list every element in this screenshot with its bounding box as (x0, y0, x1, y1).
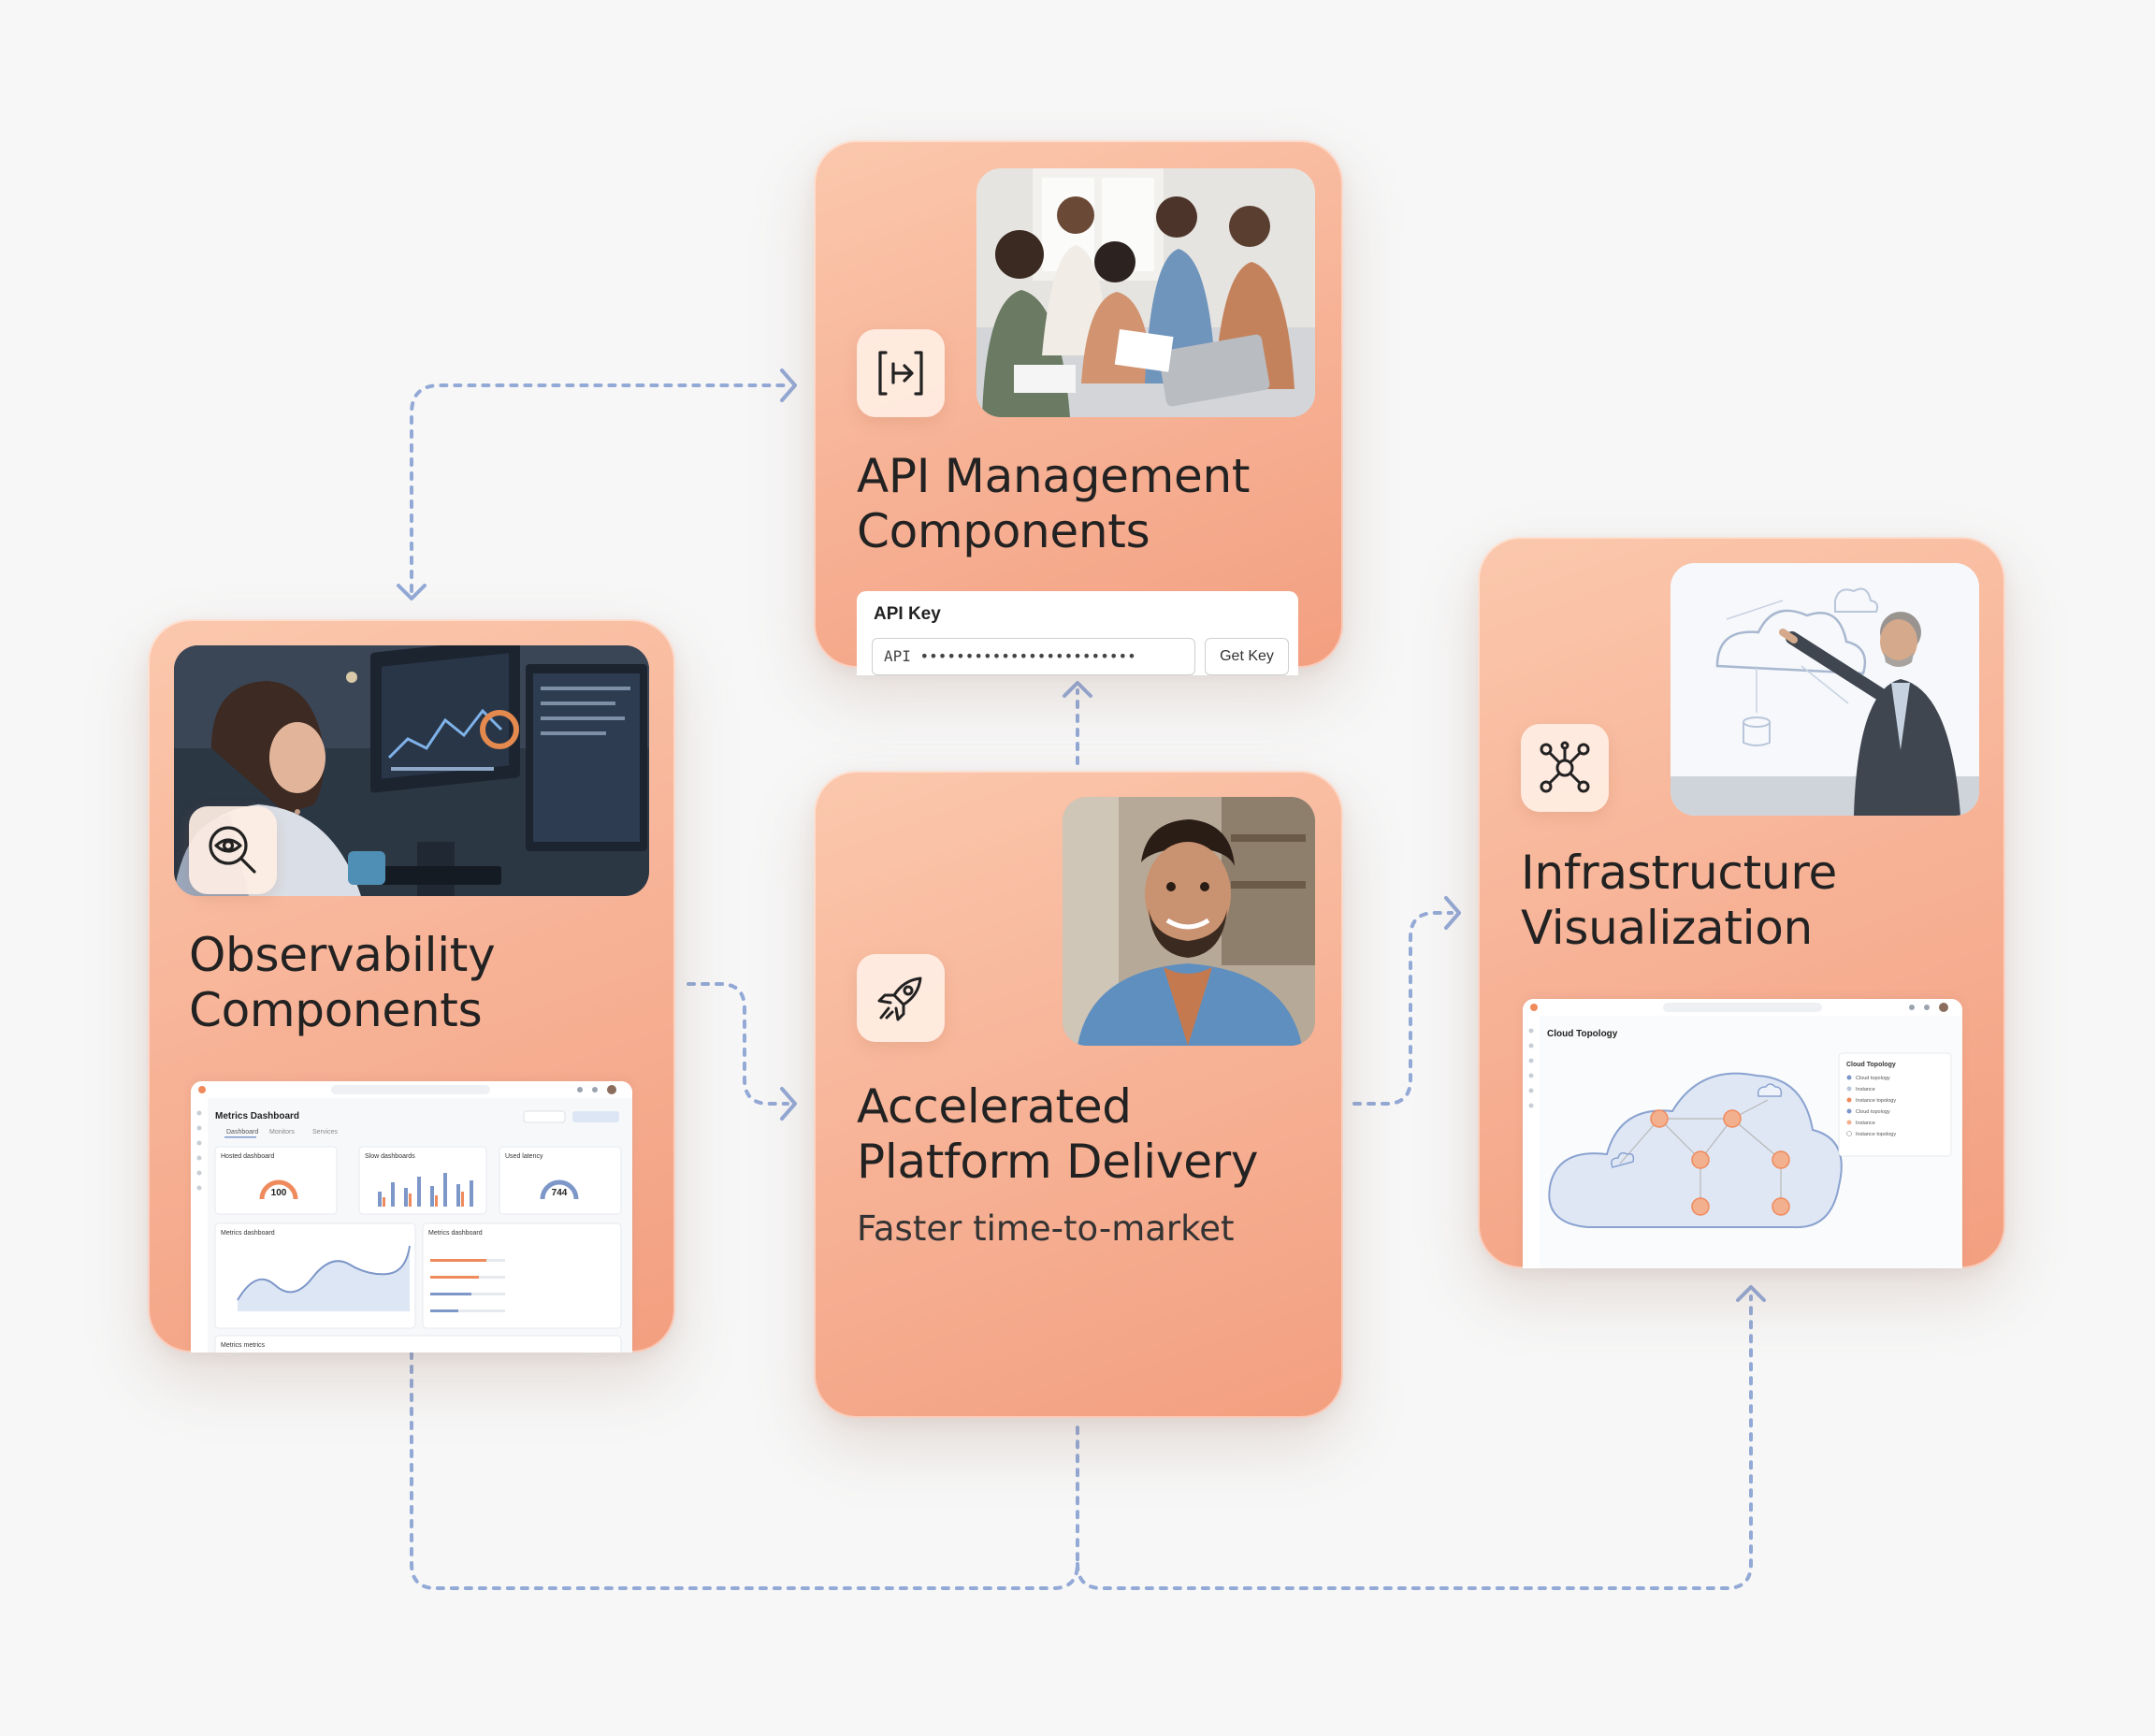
arrowhead-up-infrastructure (1736, 1285, 1766, 1302)
app-logo-icon (1530, 1004, 1538, 1011)
legend-item: Instance topology (1856, 1132, 1896, 1137)
observability-title: Observability Components (189, 928, 496, 1038)
arrowhead-right-infrastructure (1444, 896, 1461, 930)
network-nodes-icon (1540, 741, 1590, 793)
infrastructure-title: Infrastructure Visualization (1521, 846, 1837, 956)
network-nodes-icon-tile (1521, 724, 1609, 812)
api-arrows-icon-tile (857, 329, 945, 417)
topology-legend-title: Cloud Topology (1846, 1062, 1896, 1068)
hosted-dashboard-value: 100 (271, 1188, 287, 1198)
eye-search-icon (209, 826, 256, 874)
legend-item: Instance (1856, 1121, 1875, 1126)
delivery-subtitle: Faster time-to-market (857, 1208, 1235, 1249)
api-key-label: API Key (874, 604, 941, 624)
api-key-field[interactable]: API •••••••••••••••••••••••• (872, 638, 1195, 675)
eye-search-icon-tile (189, 806, 277, 894)
cloud-topology-title: Cloud Topology (1547, 1029, 1618, 1039)
analyst-monitor-photo (174, 645, 649, 896)
api-management-title: API Management Components (857, 449, 1250, 559)
legend-item: Instance topology (1856, 1098, 1896, 1104)
cloud-topology-screenshot: Cloud Topology Cloud Topology Cloud topo… (1523, 999, 1962, 1268)
get-key-button[interactable]: Get Key (1205, 638, 1289, 675)
observability-title-line-2: Components (189, 983, 483, 1037)
arrowhead-right-delivery (780, 1087, 797, 1121)
legend-item: Instance (1856, 1087, 1875, 1092)
api-title-line-1: API Management (857, 449, 1251, 503)
infrastructure-title-line-2: Visualization (1521, 901, 1813, 955)
delivery-title: Accelerated Platform Delivery (857, 1079, 1259, 1190)
metrics-chart-title: Metrics dashboard (221, 1230, 275, 1237)
observability-card[interactable]: Observability Components Metrics Dashboa… (148, 619, 675, 1353)
api-arrows-icon (878, 351, 923, 396)
app-logo-icon (198, 1086, 206, 1093)
used-latency-label: Used latency (505, 1153, 543, 1160)
connector-bottom-loop (410, 1295, 1753, 1590)
connector-observability-to-delivery (687, 982, 789, 1106)
metrics-table-title: Metrics dashboard (428, 1230, 483, 1237)
avatar (1939, 1003, 1948, 1012)
accelerated-delivery-card[interactable]: Accelerated Platform Delivery Faster tim… (814, 771, 1343, 1418)
infrastructure-card[interactable]: Infrastructure Visualization Cloud Topol… (1478, 537, 2005, 1268)
delivery-title-line-1: Accelerated (857, 1079, 1132, 1134)
avatar (607, 1085, 616, 1094)
rocket-icon-tile (857, 954, 945, 1042)
presenter-whiteboard-photo (1670, 563, 1979, 816)
infrastructure-title-line-1: Infrastructure (1521, 846, 1837, 900)
arrowhead-down-observability (397, 584, 427, 600)
arrowhead-up-api (1063, 681, 1092, 698)
smiling-developer-photo (1063, 797, 1315, 1046)
observability-title-line-1: Observability (189, 928, 496, 982)
help-icon (1909, 1005, 1915, 1010)
hosted-dashboard-label: Hosted dashboard (221, 1153, 274, 1160)
team-meeting-photo (976, 168, 1315, 417)
tab-dashboard[interactable]: Dashboard (226, 1129, 258, 1136)
tab-monitors[interactable]: Monitors (269, 1129, 295, 1136)
legend-item: Cloud topology (1856, 1109, 1890, 1115)
api-title-line-2: Components (857, 504, 1150, 558)
delivery-title-line-2: Platform Delivery (857, 1135, 1259, 1189)
connector-delivery-to-infrastructure (1352, 911, 1454, 1106)
metrics-footer-title: Metrics metrics (221, 1342, 266, 1349)
api-key-widget: API Key API •••••••••••••••••••••••• Get… (857, 591, 1298, 675)
used-latency-value: 744 (552, 1188, 568, 1198)
rocket-icon (877, 976, 922, 1021)
legend-item: Cloud topology (1856, 1076, 1890, 1081)
tab-services[interactable]: Services (312, 1129, 338, 1136)
metrics-dashboard-title: Metrics Dashboard (215, 1111, 299, 1121)
connector-observability-to-api (410, 383, 789, 593)
bell-icon (1924, 1005, 1930, 1010)
arrowhead-right-api (780, 369, 797, 402)
help-icon (577, 1087, 583, 1092)
metrics-dashboard-screenshot: Metrics Dashboard Dashboard Monitors Ser… (191, 1081, 632, 1353)
bell-icon (592, 1087, 598, 1092)
api-management-card[interactable]: API Management Components (814, 140, 1343, 668)
slow-dashboards-label: Slow dashboards (365, 1153, 415, 1160)
